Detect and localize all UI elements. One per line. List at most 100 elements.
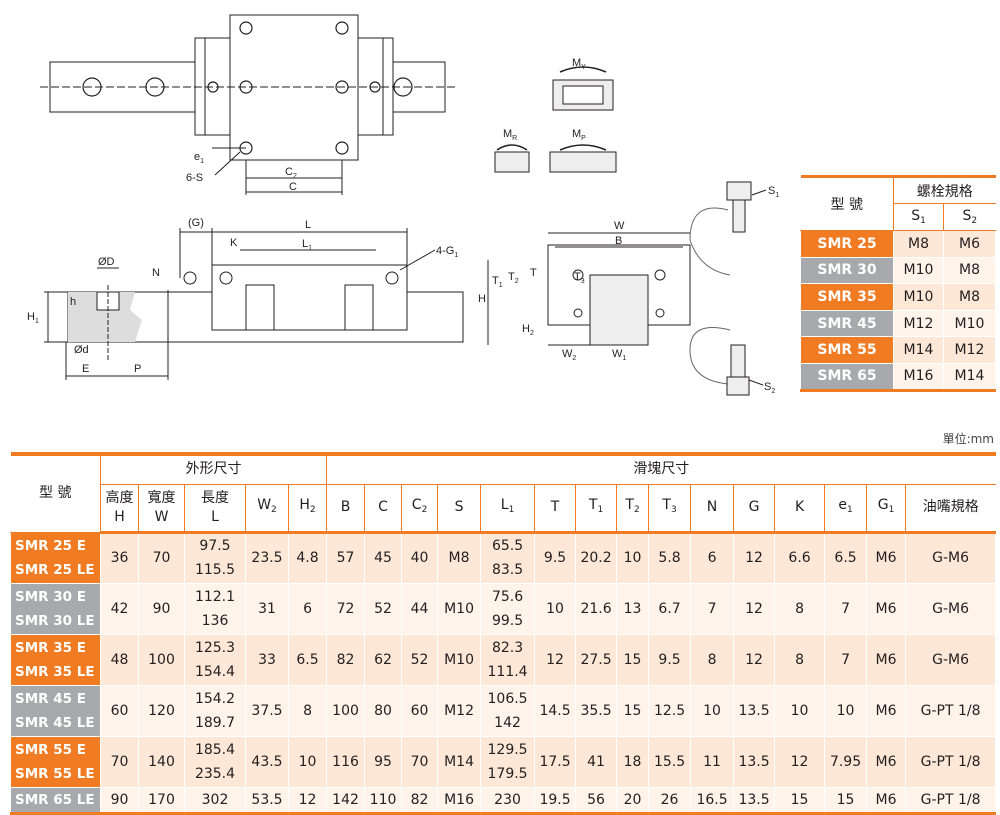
value-cell: 52	[364, 582, 403, 635]
moment-diagrams: MY MR MP	[494, 57, 617, 173]
model-cell: SMR 55 E SMR 55 LE	[10, 735, 101, 788]
value-cell: 15	[616, 633, 650, 686]
value-cell: 17.5	[534, 735, 577, 788]
value-cell: M6	[866, 633, 907, 686]
value-cell: G-M6	[905, 582, 997, 635]
label-w: W	[614, 220, 625, 232]
value-cell: 5.8	[648, 531, 692, 584]
value-cell: 52	[401, 633, 439, 686]
column-header: N	[690, 483, 735, 534]
value-cell: 8	[774, 582, 826, 635]
value-cell: 9.5	[648, 633, 692, 686]
column-header: G1	[866, 483, 907, 534]
value-cell: 154.2 189.7	[184, 684, 246, 737]
block-dimensions-header: 滑塊尺寸	[326, 453, 996, 485]
value-cell: 110	[364, 786, 403, 814]
model-header: 型 號	[10, 453, 101, 533]
s1-cell: M8	[893, 230, 944, 258]
model-name: SMR 30 LE	[15, 612, 95, 629]
top-view-drawing: e1 6-S C2 C	[40, 14, 455, 195]
column-header: C2	[401, 483, 439, 534]
model-name: SMR 35 LE	[15, 663, 95, 680]
column-header: G	[733, 483, 776, 534]
model-name: SMR 55 E	[15, 741, 86, 758]
value-cell: 15.5	[648, 735, 692, 788]
label-e1: e1	[194, 151, 204, 165]
value-cell: 37.5	[245, 684, 289, 737]
header-text: 油嘴規格	[922, 499, 979, 515]
value-cell: 31	[245, 582, 289, 635]
value-cell: 12	[287, 786, 328, 814]
value-cell: 129.5 179.5	[480, 735, 536, 788]
value-cell: 7	[690, 582, 735, 635]
header-text: T	[625, 496, 634, 513]
value-cell: 8	[774, 633, 826, 686]
value-cell: G-M6	[905, 633, 997, 686]
header-text: K	[794, 499, 805, 515]
label-h: h	[70, 296, 76, 308]
model-cell: SMR 65	[800, 362, 894, 391]
side-view-drawing: (G) L K L1 4-G1 N ØD h H1 Ød E P	[27, 217, 464, 380]
label-h1: H1	[27, 311, 39, 325]
column-header: C	[364, 483, 403, 534]
value-cell: M6	[866, 684, 907, 737]
value-cell: 7	[824, 633, 868, 686]
column-header: T	[534, 483, 577, 534]
value-cell: 65.5 83.5	[480, 531, 536, 584]
label-p: P	[134, 363, 141, 375]
column-header: T3	[648, 483, 692, 534]
value-cell: 7	[824, 582, 868, 635]
value-cell: 8	[287, 684, 328, 737]
model-cell: SMR 45	[800, 309, 894, 338]
header-text: T	[550, 499, 560, 515]
value-cell: 35.5	[575, 684, 618, 737]
column-header: K	[774, 483, 826, 534]
value-cell: 45	[364, 531, 403, 584]
header-text: 高度	[105, 489, 134, 506]
header-subscript: 1	[846, 504, 853, 515]
unit-label: 單位:mm	[942, 432, 994, 446]
value-cell: 14.5	[534, 684, 577, 737]
value-cell: 53.5	[245, 786, 289, 814]
value-cell: 90	[100, 786, 139, 814]
value-cell: G-PT 1/8	[905, 786, 997, 814]
value-cell: M8	[437, 531, 482, 584]
model-cell: SMR 25	[800, 230, 894, 258]
header-text: T	[588, 496, 598, 513]
label-t2: T2	[508, 271, 519, 285]
value-cell: 125.3 154.4	[184, 633, 246, 686]
header-text: H	[299, 496, 310, 513]
label-H: H	[478, 293, 486, 305]
value-cell: 185.4 235.4	[184, 735, 246, 788]
model-name: SMR 55 LE	[15, 765, 95, 782]
label-e: E	[82, 363, 89, 375]
value-cell: 10	[824, 684, 868, 737]
value-cell: 15	[824, 786, 868, 814]
value-cell: 90	[138, 582, 185, 635]
value-cell: M16	[437, 786, 482, 814]
value-cell: M6	[866, 735, 907, 788]
value-cell: 75.6 99.5	[480, 582, 536, 635]
model-cell: SMR 65 LE	[10, 786, 101, 814]
header-text: 長度	[201, 489, 229, 506]
model-cell: SMR 35 E SMR 35 LE	[10, 633, 101, 686]
header-subscript: 2	[271, 504, 277, 515]
value-cell: M6	[866, 786, 907, 814]
header-text: S	[454, 499, 464, 515]
s2-cell: M14	[943, 362, 996, 391]
value-cell: 106.5 142	[480, 684, 536, 737]
header-subscript: 1	[508, 504, 515, 515]
label-l1: L1	[302, 238, 312, 252]
bolt-s1-header: S1	[893, 203, 944, 231]
value-cell: 21.6	[575, 582, 618, 635]
technical-drawings: e1 6-S C2 C MY MR MP (G) L K L1 4-G1 N	[27, 14, 779, 396]
model-name: SMR 45 E	[15, 690, 86, 707]
model-name: SMR 35 E	[15, 639, 86, 656]
label-b: B	[615, 235, 622, 247]
value-cell: 48	[100, 633, 139, 686]
